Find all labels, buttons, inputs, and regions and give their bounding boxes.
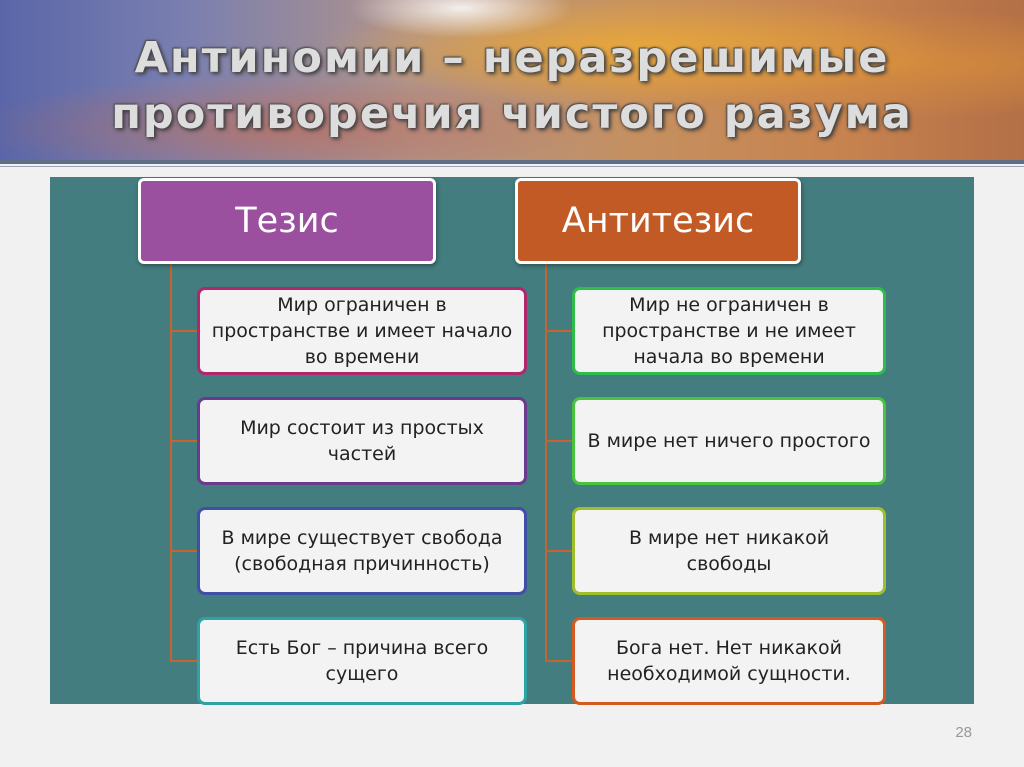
thesis-item-1: Мир ограничен в пространстве и имеет нач… xyxy=(197,287,527,375)
page-number: 28 xyxy=(955,724,972,741)
antithesis-connector-2 xyxy=(545,440,573,442)
header-divider xyxy=(0,160,1024,164)
thesis-connector-1 xyxy=(170,330,198,332)
antithesis-item-1: Мир не ограничен в пространстве и не име… xyxy=(572,287,886,375)
header-banner xyxy=(0,0,1024,160)
antithesis-connector-4 xyxy=(545,660,573,662)
thesis-connector-4 xyxy=(170,660,198,662)
thesis-connector-3 xyxy=(170,550,198,552)
antithesis-connector-3 xyxy=(545,550,573,552)
thesis-item-4: Есть Бог – причина всего сущего xyxy=(197,617,527,705)
thesis-item-3: В мире существует свобода (свободная при… xyxy=(197,507,527,595)
antithesis-heading: Антитезис xyxy=(515,178,801,264)
thesis-item-2: Мир состоит из простых частей xyxy=(197,397,527,485)
header-divider-thin xyxy=(0,166,1024,167)
title-line-2: противоречия чистого разума xyxy=(111,89,913,139)
antithesis-item-3: В мире нет никакой свободы xyxy=(572,507,886,595)
slide-title: Антиномии – неразрешимые противоречия чи… xyxy=(0,30,1024,142)
antithesis-item-2: В мире нет ничего простого xyxy=(572,397,886,485)
antithesis-item-4: Бога нет. Нет никакой необходимой сущнос… xyxy=(572,617,886,705)
thesis-connector-2 xyxy=(170,440,198,442)
antithesis-connector-vertical xyxy=(545,264,547,661)
antithesis-connector-1 xyxy=(545,330,573,332)
title-line-1: Антиномии – неразрешимые xyxy=(134,33,890,83)
thesis-connector-vertical xyxy=(170,264,172,661)
thesis-heading: Тезис xyxy=(138,178,436,264)
